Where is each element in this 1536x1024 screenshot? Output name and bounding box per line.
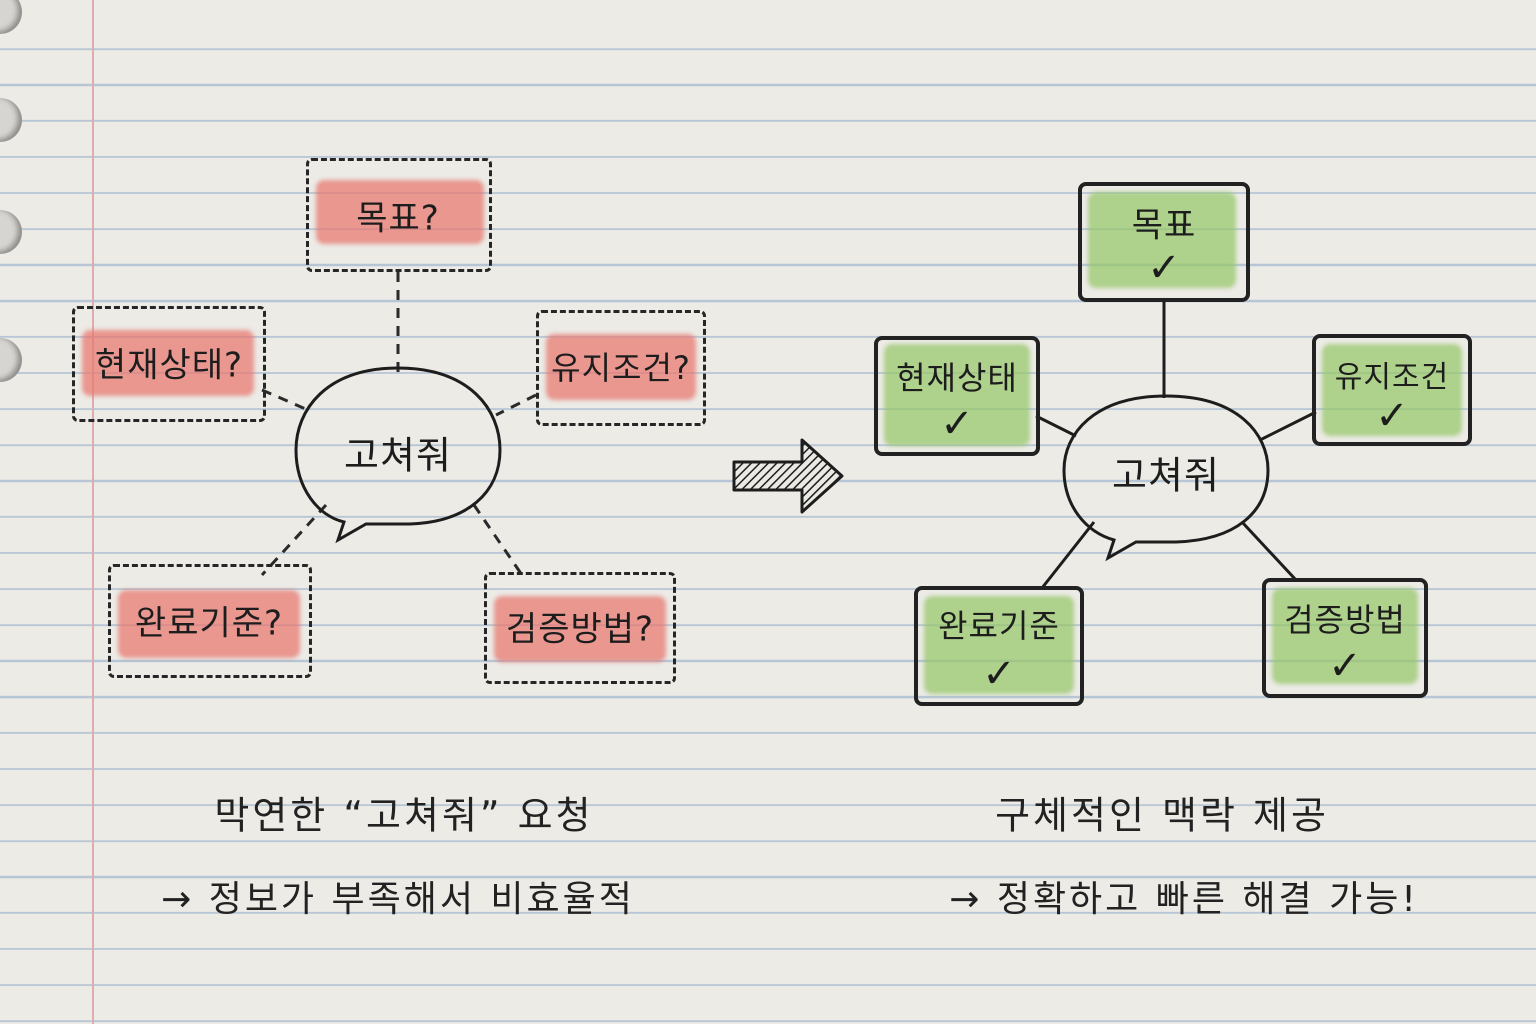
dashed-box-verify	[484, 572, 676, 684]
connector-right-verify	[1240, 520, 1298, 582]
right-arrow-icon	[732, 438, 844, 514]
dashed-box-goal	[306, 158, 492, 272]
solid-box-current	[874, 336, 1040, 456]
highlight-green	[1272, 588, 1418, 684]
highlight-red	[316, 180, 484, 244]
left-node-verify: 검증방법?	[505, 609, 655, 650]
checkmark-icon: ✓	[1147, 245, 1181, 291]
left-center-request: 고쳐줘	[344, 433, 452, 478]
binder-hole	[0, 0, 22, 34]
solid-box-goal	[1078, 182, 1250, 302]
left-node-done: 완료기준?	[134, 603, 284, 644]
right-caption: 구체적인 맥락 제공	[995, 793, 1329, 838]
right-speech-bubble	[1062, 394, 1270, 562]
connector-left-verify	[472, 504, 524, 576]
highlight-red	[546, 334, 696, 400]
notebook-margin-line	[92, 0, 94, 1024]
checkmark-icon: ✓	[940, 401, 974, 447]
right-node-done: 완료기준	[938, 607, 1060, 645]
dashed-box-done	[108, 564, 312, 678]
binder-hole	[0, 98, 22, 142]
dashed-box-current	[72, 306, 266, 422]
right-node-current: 현재상태	[896, 359, 1018, 397]
left-sub-caption: → 정보가 부족해서 비효율적	[161, 879, 635, 920]
checkmark-icon: ✓	[1375, 393, 1409, 439]
left-caption: 막연한 “고쳐줘” 요청	[214, 793, 594, 838]
left-node-current: 현재상태?	[94, 345, 244, 386]
left-speech-bubble	[294, 366, 502, 544]
connector-left-done	[260, 503, 328, 577]
connector-right-done	[1040, 521, 1096, 589]
solid-box-constraint	[1312, 334, 1472, 446]
checkmark-icon: ✓	[1328, 643, 1362, 689]
left-node-goal: 목표?	[356, 198, 440, 239]
right-node-verify: 검증방법	[1284, 601, 1406, 639]
connector-left-constraint	[495, 393, 537, 417]
left-node-constraint: 유지조건?	[551, 349, 691, 387]
dashed-box-constraint	[536, 310, 706, 426]
right-node-constraint: 유지조건	[1334, 360, 1450, 395]
highlight-red	[118, 590, 300, 658]
connector-right-current	[1035, 414, 1077, 438]
highlight-green	[884, 344, 1030, 446]
highlight-red	[494, 596, 666, 662]
connector-right-constraint	[1259, 410, 1317, 442]
highlight-green	[1088, 192, 1236, 288]
highlight-red	[82, 330, 254, 396]
right-center-request: 고쳐줘	[1112, 453, 1220, 498]
binder-hole	[0, 338, 22, 382]
highlight-green	[924, 596, 1074, 694]
highlight-green	[1322, 344, 1462, 436]
solid-box-verify	[1262, 578, 1428, 698]
checkmark-icon: ✓	[982, 651, 1016, 697]
binder-hole	[0, 210, 22, 254]
right-sub-caption: → 정확하고 빠른 해결 가능!	[949, 879, 1419, 920]
right-node-goal: 목표	[1131, 205, 1197, 246]
solid-box-done	[914, 586, 1084, 706]
connector-left-current	[261, 388, 309, 412]
